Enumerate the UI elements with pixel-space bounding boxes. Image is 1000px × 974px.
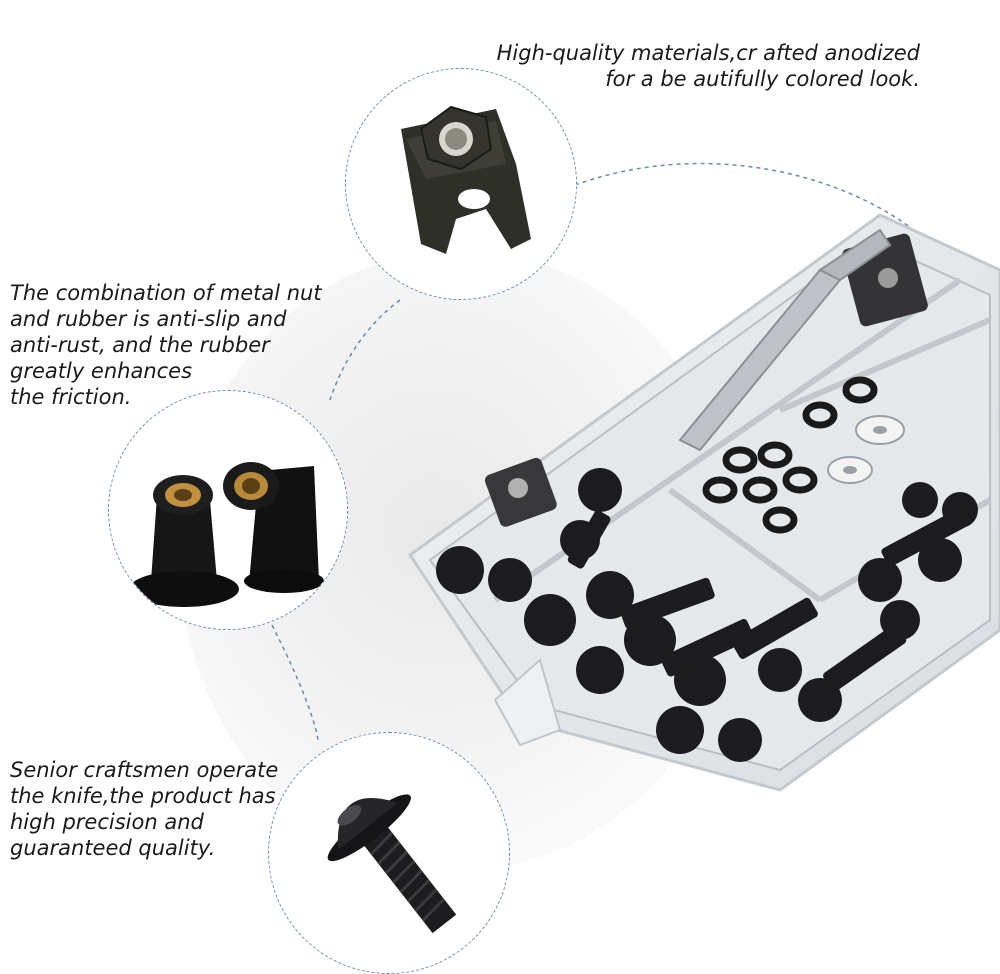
caption-materials: High-quality materials,cr afted anodized… — [496, 41, 920, 91]
caption-rubber-nut: The combination of metal nut and rubber … — [10, 281, 322, 409]
caption-precision: Senior craftsmen operate the knife,the p… — [10, 758, 279, 860]
rubber-well-nut-icon — [109, 391, 347, 629]
u-clip-nut-icon — [346, 69, 576, 299]
fairing-bolt-kit-box — [407, 213, 1000, 792]
bolt-closeup — [268, 732, 510, 974]
button-head-bolt-icon — [269, 733, 509, 973]
clip-nut-closeup — [345, 68, 577, 300]
well-nut-closeup — [108, 390, 348, 630]
